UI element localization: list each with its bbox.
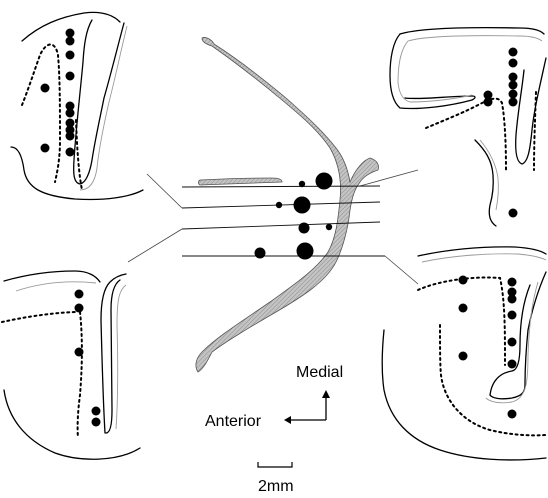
wm-boundary-dotted: [2, 312, 75, 322]
site-dot: [509, 59, 518, 68]
site-dot: [508, 295, 517, 304]
site-dot-large: [297, 243, 314, 260]
site-dot: [509, 209, 518, 218]
connector: [385, 256, 418, 284]
medial-arrow-head: [322, 390, 330, 398]
sulcus-outline: [101, 274, 126, 433]
site-dot: [92, 418, 101, 427]
site-dot: [509, 81, 518, 90]
outer-outline: [4, 271, 100, 282]
site-dot: [66, 29, 75, 38]
section-top-left: [11, 12, 143, 199]
scale-bar: 2mm: [258, 462, 294, 495]
site-dot: [508, 338, 517, 347]
inner-grey-fold-2: [398, 41, 472, 102]
site-dot: [75, 348, 84, 357]
structure-spur: [199, 178, 283, 185]
wm-boundary-dotted: [426, 99, 506, 170]
scale-bar-line: [258, 462, 292, 467]
inner-grey-line: [480, 140, 498, 210]
inner-grey-line: [80, 26, 127, 190]
medial-label: Medial: [296, 364, 343, 381]
orientation-indicator: Medial Anterior: [205, 364, 343, 430]
section-bottom-right: [382, 247, 546, 460]
site-dot-medium: [255, 248, 266, 259]
section-top-right: [390, 28, 546, 226]
site-dot: [509, 90, 518, 99]
outer-outline-lower: [4, 390, 140, 459]
wm-boundary-dotted-2: [534, 92, 536, 170]
inner-grey-line-2: [116, 285, 126, 429]
track-line: [182, 222, 380, 229]
site-dot: [75, 290, 84, 299]
site-dot: [509, 98, 518, 107]
connector: [128, 229, 182, 262]
site-dot: [459, 276, 468, 285]
inner-grey-line: [422, 254, 546, 262]
site-dot-medium: [299, 223, 310, 234]
site-dot: [66, 109, 75, 118]
site-dot: [41, 84, 50, 93]
site-dot: [509, 73, 518, 82]
site-dot: [484, 98, 493, 107]
sulcus-outline: [490, 272, 546, 399]
site-dot: [92, 407, 101, 416]
site-dot: [66, 51, 75, 60]
scale-bar-label: 2mm: [258, 478, 294, 495]
inner-grey-line: [16, 282, 96, 291]
site-dot: [509, 48, 518, 57]
site-dot: [508, 311, 517, 320]
wm-boundary-dotted-2: [78, 312, 82, 438]
site-dot: [66, 37, 75, 46]
site-dot-small: [276, 202, 282, 208]
site-dot-small: [299, 181, 305, 187]
outer-outline: [400, 28, 544, 34]
central-sites: [255, 173, 333, 260]
lower-outline: [475, 140, 496, 226]
site-dot: [66, 132, 75, 141]
anterior-label: Anterior: [205, 413, 262, 430]
site-dot-small: [326, 224, 332, 230]
site-dot: [66, 148, 75, 157]
site-dot-large: [316, 173, 333, 190]
site-dot: [75, 304, 84, 313]
site-dot: [459, 352, 468, 361]
sulcus-outline: [516, 58, 546, 164]
connector: [147, 174, 182, 208]
wm-boundary-dotted-2: [440, 325, 546, 435]
site-dot-large: [294, 197, 311, 214]
anterior-arrow-head: [284, 416, 291, 424]
site-dot: [459, 304, 468, 313]
recording-sites: [459, 276, 517, 419]
site-dot: [41, 144, 50, 153]
section-bottom-left: [2, 271, 140, 459]
inner-grey-fold: [408, 36, 542, 41]
wm-boundary-dotted: [22, 44, 60, 182]
site-dot: [508, 278, 517, 287]
sulcus-outline: [74, 20, 124, 184]
site-dot: [508, 410, 517, 419]
wm-boundary-dotted-2: [76, 120, 82, 190]
recording-sites: [484, 48, 518, 218]
site-dot: [508, 360, 517, 369]
electrode-tracks: [182, 186, 385, 256]
site-dot: [66, 72, 75, 81]
connector-lines: [128, 170, 418, 284]
